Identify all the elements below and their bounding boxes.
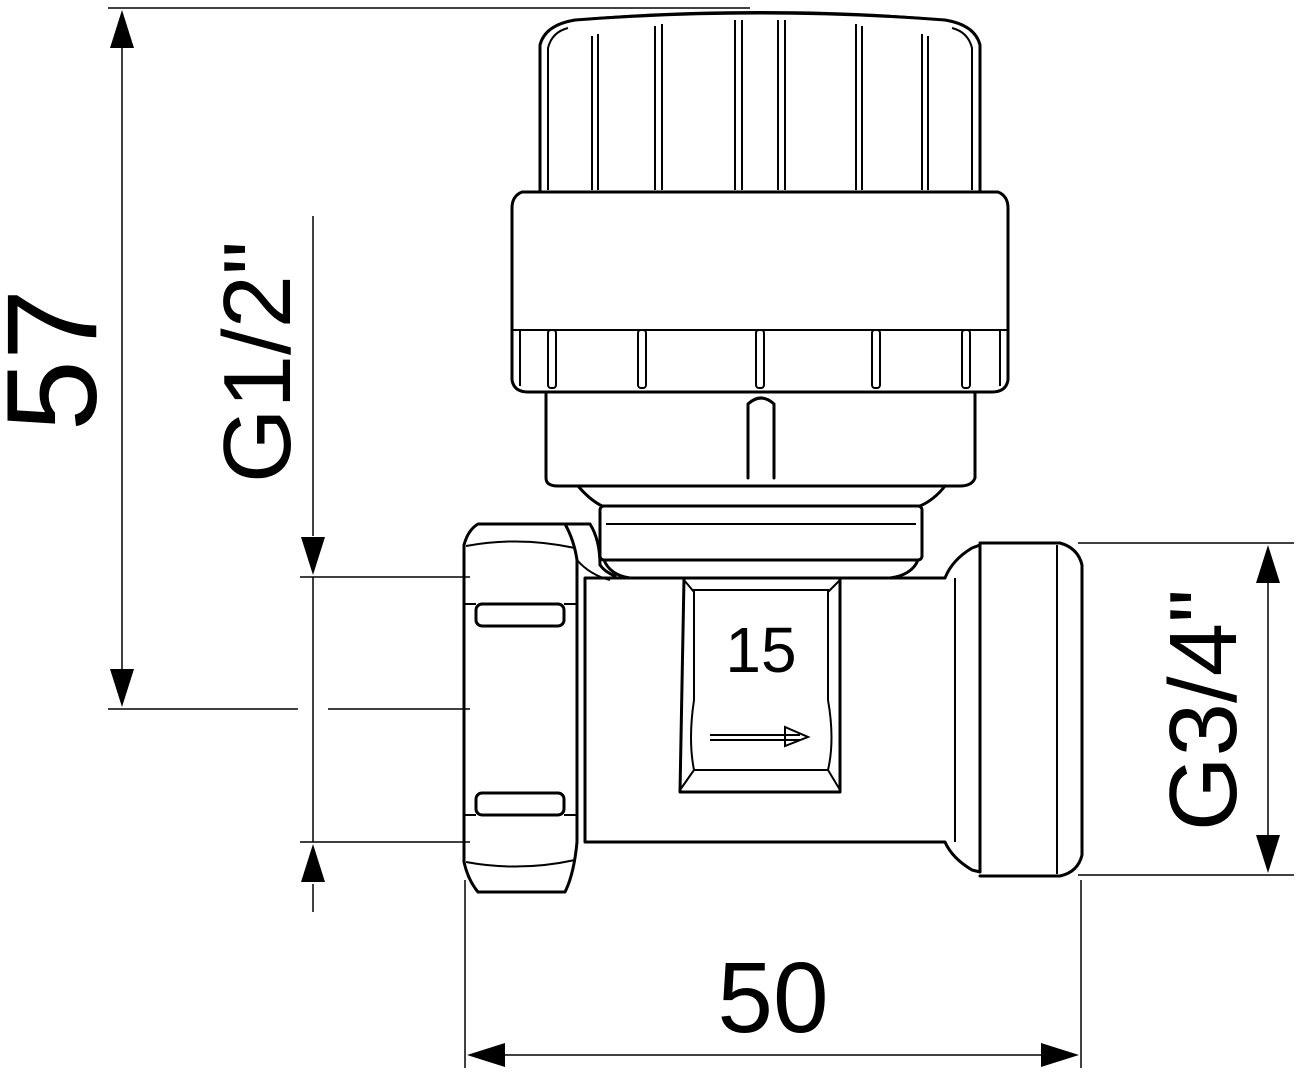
cap-knob	[538, 10, 982, 194]
cap-collar	[510, 190, 1010, 394]
arrow-left-icon	[467, 1043, 505, 1067]
dimension-inlet-thread: G1/2"	[204, 216, 470, 912]
arrow-right-icon	[1041, 1043, 1079, 1067]
valve-body	[462, 522, 1084, 894]
dimension-outlet-thread: G3/4"	[1078, 542, 1294, 876]
valve-neck	[576, 484, 947, 580]
arrow-down-icon	[1256, 835, 1280, 873]
arrow-up-icon	[301, 844, 325, 882]
arrow-down-icon	[110, 669, 134, 707]
dim-inlet-thread-label: G1/2"	[204, 241, 311, 483]
dimension-length: 50	[464, 880, 1082, 1068]
arrow-right-icon	[710, 725, 811, 748]
dim-outlet-thread-label: G3/4"	[1150, 589, 1257, 831]
cap-skirt	[544, 390, 977, 488]
dimension-height: 57	[0, 7, 750, 710]
arrow-up-icon	[1256, 545, 1280, 583]
dim-height-label: 57	[0, 289, 124, 431]
dim-length-label: 50	[717, 942, 828, 1054]
arrow-down-icon	[301, 537, 325, 575]
nameplate-size-label: 15	[725, 614, 796, 686]
collar-ribs	[519, 329, 1001, 389]
arrow-up-icon	[110, 10, 134, 48]
knob-ribs	[547, 20, 973, 190]
nameplate: 15	[678, 576, 842, 794]
